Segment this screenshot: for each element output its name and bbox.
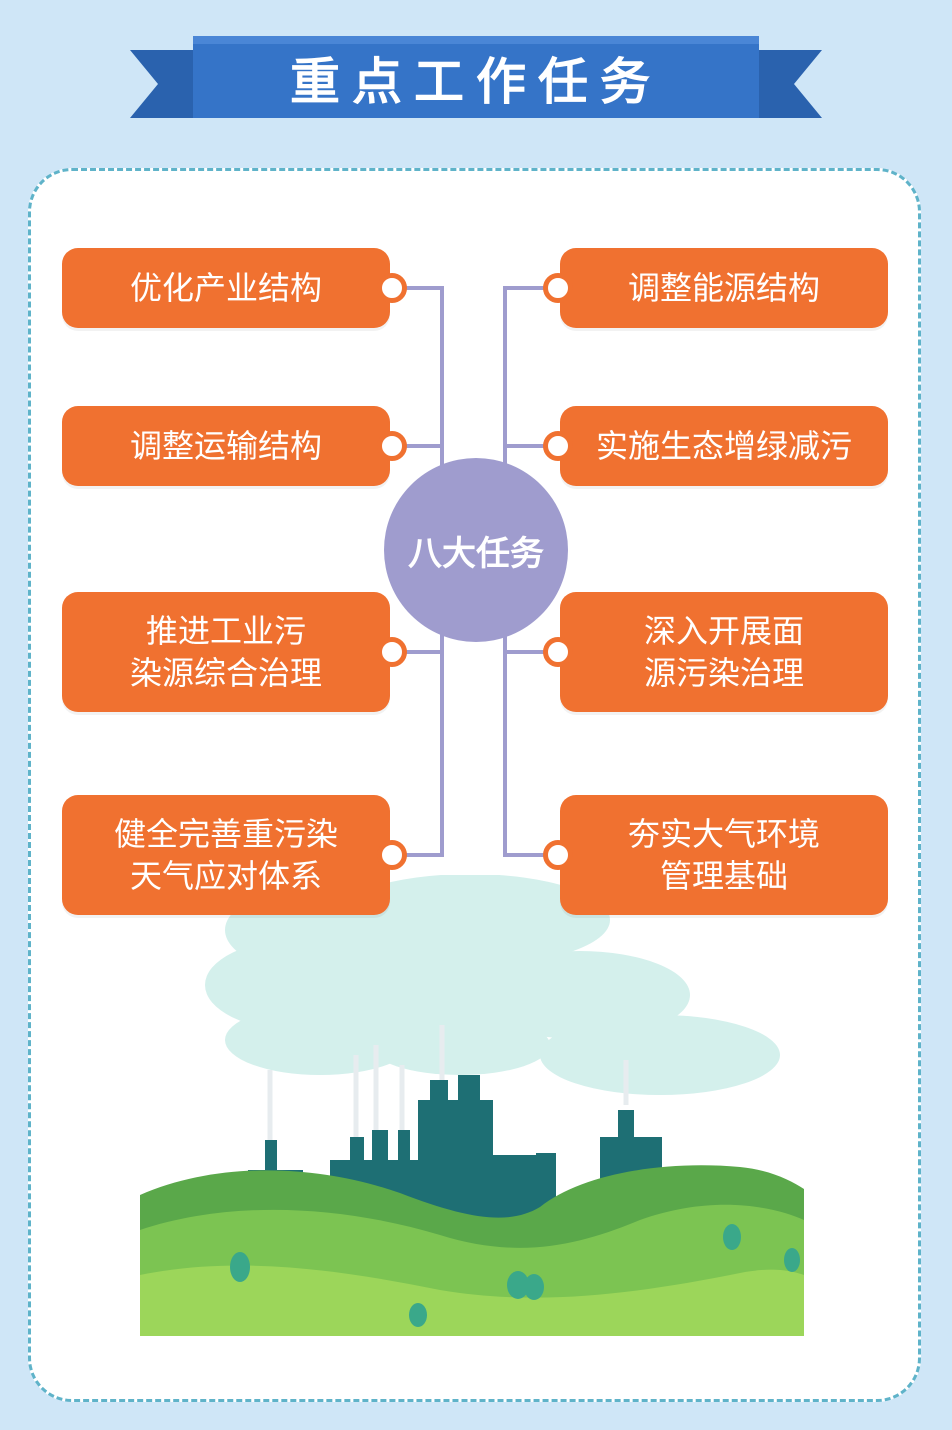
title-banner xyxy=(130,36,822,118)
page-title: 重点工作任务 xyxy=(290,53,662,111)
task-industrial-pollution-control: 推进工业污 染源综合治理 xyxy=(62,592,390,712)
task-heavy-pollution-response: 健全完善重污染 天气应对体系 xyxy=(62,795,390,915)
city-landscape-illustration xyxy=(140,875,804,1336)
task-optimize-industrial-structure: 优化产业结构 xyxy=(62,248,390,328)
connector-dot xyxy=(543,431,573,461)
task-adjust-transport-structure: 调整运输结构 xyxy=(62,406,390,486)
task-ecological-greening: 实施生态增绿减污 xyxy=(560,406,888,486)
connector-dot xyxy=(377,431,407,461)
connector-dot xyxy=(543,840,573,870)
task-area-source-pollution-control: 深入开展面 源污染治理 xyxy=(560,592,888,712)
center-label: 八大任务 xyxy=(408,533,544,574)
connector-dot xyxy=(543,273,573,303)
center-node: 八大任务 xyxy=(384,458,568,642)
connector-dot xyxy=(543,637,573,667)
connector-dot xyxy=(377,637,407,667)
task-adjust-energy-structure: 调整能源结构 xyxy=(560,248,888,328)
connector-dot xyxy=(377,840,407,870)
task-air-environment-management: 夯实大气环境 管理基础 xyxy=(560,795,888,915)
connector-dot xyxy=(377,273,407,303)
